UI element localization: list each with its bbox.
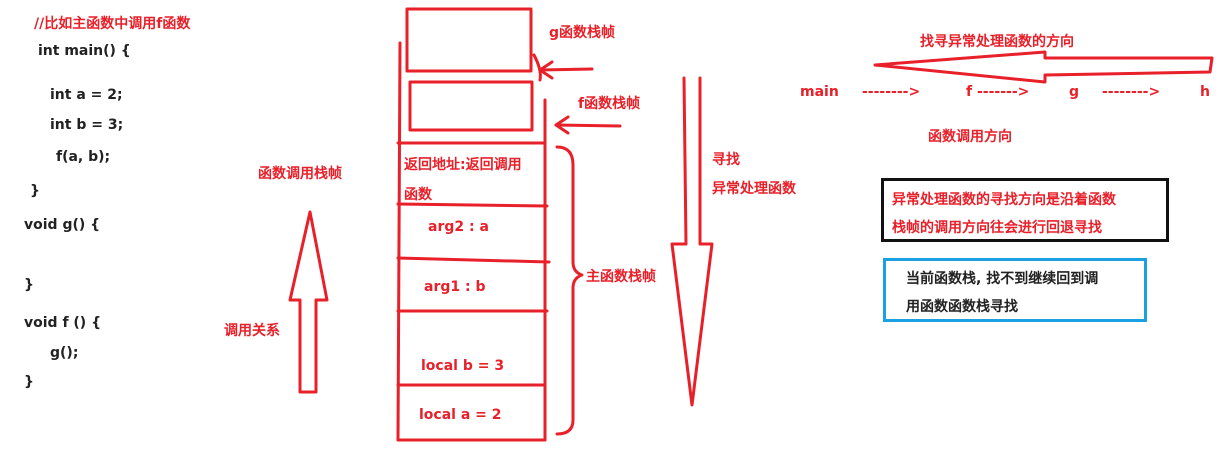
main-frame-label: 主函数栈帧	[586, 269, 656, 285]
g-frame-label: g函数栈帧	[549, 25, 616, 41]
note-text: 栈帧的调用方向往会进行回退寻找	[892, 220, 1102, 236]
note-text: 当前函数栈, 找不到继续回到调	[906, 271, 1099, 287]
note-text: 异常处理函数的寻找方向是沿着函数	[892, 192, 1116, 208]
call-up-arrow	[288, 210, 329, 394]
code-comment: //比如主函数中调用f函数	[34, 16, 191, 32]
call-stack-frames-label: 函数调用栈帧	[258, 166, 342, 182]
chain-f: f ------->	[966, 84, 1030, 100]
search-direction-label: 找寻异常处理函数的方向	[920, 34, 1074, 50]
call-relation-label: 调用关系	[224, 323, 280, 339]
code-line: int b = 3;	[50, 117, 124, 133]
code-line: f(a, b);	[56, 149, 111, 165]
local-a-cell: local a = 2	[419, 407, 502, 423]
code-line: int a = 2;	[50, 87, 123, 103]
chain-arrow: -------->	[1102, 84, 1161, 100]
chain-arrow: -------->	[862, 84, 921, 100]
return-address-text: 返回地址:返回调用	[404, 157, 522, 173]
call-direction-label: 函数调用方向	[928, 129, 1012, 145]
search-direction-arrow	[873, 50, 1214, 84]
code-line: }	[30, 183, 40, 199]
g-frame-box	[405, 7, 533, 73]
stack-divider	[396, 202, 549, 208]
chain-g: g	[1069, 84, 1080, 100]
code-line: g();	[50, 345, 79, 361]
stack-left-wall	[396, 41, 402, 442]
arg1-cell: arg1 : b	[424, 279, 486, 295]
search-label: 异常处理函数	[712, 181, 796, 197]
g-frame-pointer	[538, 67, 594, 72]
code-line: }	[24, 277, 34, 293]
chain-h: h	[1200, 84, 1210, 100]
code-line: }	[24, 374, 34, 390]
arg2-cell: arg2 : a	[428, 219, 489, 235]
main-frame-brace	[555, 145, 584, 436]
g-frame-hook	[532, 53, 542, 82]
search-down-arrow	[670, 76, 714, 407]
f-frame-label: f函数栈帧	[578, 96, 641, 112]
note-box	[881, 178, 1169, 242]
local-b-cell: local b = 3	[421, 358, 505, 374]
note-text: 用函数函数栈寻找	[906, 299, 1018, 315]
code-line: int main() {	[38, 43, 131, 59]
code-line: void g() {	[24, 217, 101, 233]
f-frame-box	[408, 80, 534, 132]
search-label: 寻找	[712, 152, 740, 168]
chain-main: main	[800, 84, 839, 100]
return-address-text: 函数	[404, 187, 432, 203]
note-box-blue	[883, 258, 1147, 322]
code-line: void f () {	[24, 315, 102, 331]
f-frame-pointer	[554, 123, 622, 128]
stack-divider	[396, 256, 551, 264]
